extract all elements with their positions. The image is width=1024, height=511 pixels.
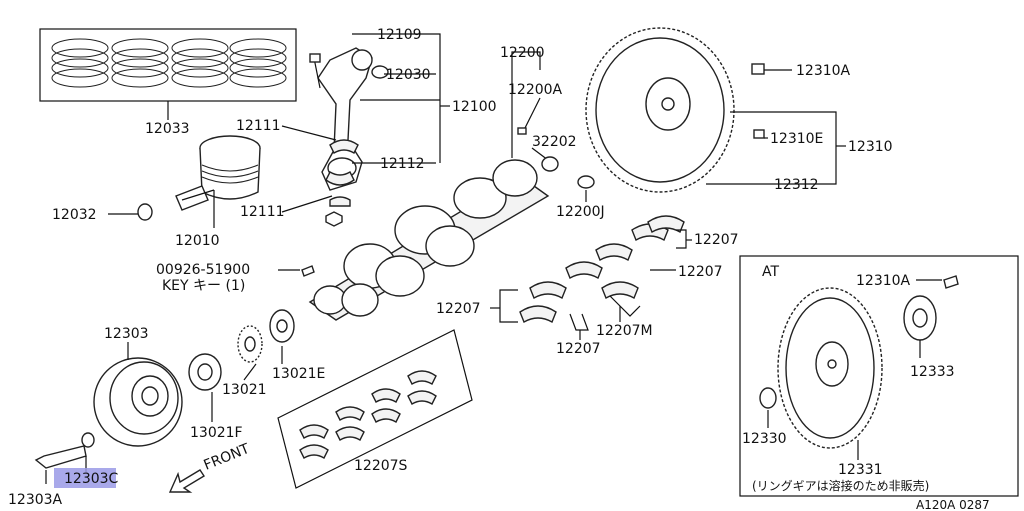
front-arrow bbox=[168, 469, 205, 493]
label-12030: 12030 bbox=[386, 67, 431, 83]
at-section bbox=[739, 255, 1019, 497]
flywheel-mt bbox=[585, 27, 792, 193]
label-at-12310A: 12310A bbox=[856, 273, 911, 289]
label-at: AT bbox=[762, 264, 779, 280]
label-12207M: 12207M bbox=[596, 323, 653, 339]
label-12010: 12010 bbox=[175, 233, 220, 249]
label-00926-51900: 00926-51900 bbox=[156, 262, 250, 278]
label-front: FRONT bbox=[202, 441, 253, 474]
piston bbox=[108, 135, 261, 228]
label-12207-d: 12207 bbox=[556, 341, 601, 357]
label-13021F: 13021F bbox=[190, 425, 243, 441]
label-12200A: 12200A bbox=[508, 82, 563, 98]
bearing-set bbox=[277, 329, 473, 489]
main-bearings bbox=[519, 215, 685, 324]
label-12303C: 12303C bbox=[64, 471, 119, 487]
label-at-12330: 12330 bbox=[742, 431, 787, 447]
label-13021: 13021 bbox=[222, 382, 267, 398]
highlight-box bbox=[54, 468, 116, 488]
label-12109: 12109 bbox=[377, 27, 422, 43]
label-12033: 12033 bbox=[145, 121, 190, 137]
crankshaft bbox=[308, 159, 550, 321]
label-12207S: 12207S bbox=[354, 458, 408, 474]
label-12310: 12310 bbox=[848, 139, 893, 155]
label-12310A: 12310A bbox=[796, 63, 851, 79]
label-12310E: 12310E bbox=[770, 131, 823, 147]
label-note: (リングギアは溶接のため非販売) bbox=[752, 478, 929, 493]
piston-rings bbox=[39, 28, 297, 120]
label-12111-lower: 12111 bbox=[240, 204, 285, 220]
label-12303: 12303 bbox=[104, 326, 149, 342]
label-key: KEY キー (1) bbox=[162, 278, 245, 294]
label-12100: 12100 bbox=[452, 99, 497, 115]
label-12200J: 12200J bbox=[556, 204, 605, 220]
label-12207-b: 12207 bbox=[678, 264, 723, 280]
label-code: A120A 0287 bbox=[916, 498, 990, 511]
label-12200: 12200 bbox=[500, 45, 545, 61]
label-12207-c: 12207 bbox=[436, 301, 481, 317]
label-12032: 12032 bbox=[52, 207, 97, 223]
label-12112: 12112 bbox=[380, 156, 425, 172]
connecting-rod bbox=[309, 47, 389, 227]
label-12207-a: 12207 bbox=[694, 232, 739, 248]
label-12303A: 12303A bbox=[8, 492, 63, 508]
label-12312: 12312 bbox=[774, 177, 819, 193]
label-12111-upper: 12111 bbox=[236, 118, 281, 134]
label-13021E: 13021E bbox=[272, 366, 325, 382]
label-at-12331: 12331 bbox=[838, 462, 883, 478]
label-at-12333: 12333 bbox=[910, 364, 955, 380]
label-32202: 32202 bbox=[532, 134, 577, 150]
crank-pulley bbox=[34, 309, 295, 469]
